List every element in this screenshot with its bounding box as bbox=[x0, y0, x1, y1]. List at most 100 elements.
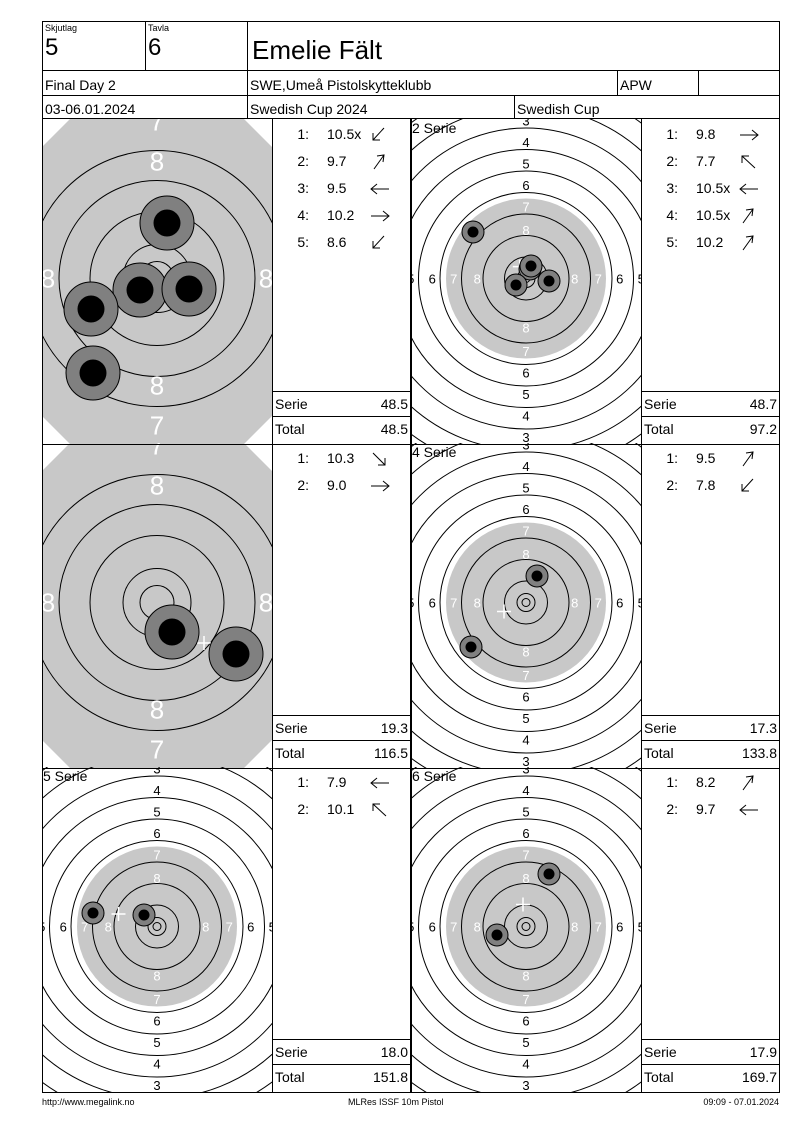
svg-text:8: 8 bbox=[153, 968, 160, 983]
svg-text:5: 5 bbox=[522, 156, 529, 171]
svg-text:5: 5 bbox=[153, 1035, 160, 1050]
serie-sum: Serie 18.0 bbox=[273, 1039, 410, 1063]
shot-number: 5: bbox=[666, 234, 678, 250]
svg-text:7: 7 bbox=[81, 920, 88, 935]
shot-row: 3:9.5 bbox=[293, 179, 403, 197]
target-frame bbox=[42, 119, 273, 445]
shooter-name-cell: Emelie Fält bbox=[247, 21, 780, 71]
serie-title: 5 Serie bbox=[43, 768, 88, 784]
svg-text:6: 6 bbox=[153, 826, 160, 841]
serie-sum-value: 19.3 bbox=[380, 720, 408, 736]
shot-row: 2:7.7 bbox=[662, 152, 772, 170]
serie-sum-label: Serie bbox=[644, 720, 677, 736]
series-name-text: Swedish Cup bbox=[517, 101, 600, 117]
tavla-label: Tavla bbox=[148, 23, 170, 33]
svg-text:8: 8 bbox=[202, 920, 209, 935]
event-text: Final Day 2 bbox=[45, 77, 116, 93]
shot-score: 10.2 bbox=[696, 234, 724, 250]
skjutlag-cell: Skjutlag 5 bbox=[42, 21, 146, 71]
shot-score: 10.5x bbox=[327, 126, 362, 142]
club-text: SWE,Umeå Pistolskytteklubb bbox=[250, 77, 432, 93]
serie-title: 4 Serie bbox=[412, 444, 457, 460]
competition-cell: Swedish Cup 2024 bbox=[247, 95, 515, 119]
svg-text:5: 5 bbox=[638, 920, 641, 935]
svg-text:7: 7 bbox=[150, 735, 164, 765]
footer-software: MLRes ISSF 10m Pistol bbox=[348, 1097, 444, 1107]
shot-number: 2: bbox=[666, 477, 678, 493]
svg-text:7: 7 bbox=[153, 847, 160, 862]
svg-text:3: 3 bbox=[522, 443, 529, 452]
serie-sum-value: 17.9 bbox=[749, 1044, 777, 1060]
tavla-value: 6 bbox=[148, 34, 162, 61]
svg-text:8: 8 bbox=[42, 588, 55, 618]
svg-text:6: 6 bbox=[60, 920, 67, 935]
serie-sum-value: 48.5 bbox=[380, 396, 408, 412]
svg-text:8: 8 bbox=[105, 920, 112, 935]
shot-number: 4: bbox=[666, 207, 678, 223]
shot-row: 2:9.7 bbox=[662, 800, 772, 818]
shot-number: 1: bbox=[297, 126, 309, 142]
shot-score: 10.2 bbox=[327, 207, 355, 223]
shot-row: 2: 7.8 bbox=[662, 476, 772, 494]
svg-text:3: 3 bbox=[522, 430, 529, 444]
running-total-value: 97.2 bbox=[749, 421, 777, 437]
shot-hole bbox=[485, 923, 509, 947]
svg-text:5: 5 bbox=[522, 480, 529, 495]
serie-sum-label: Serie bbox=[644, 1044, 677, 1060]
shot-score: 10.5x bbox=[696, 207, 731, 223]
running-total-label: Total bbox=[644, 421, 674, 437]
serie-sum-value: 17.3 bbox=[749, 720, 777, 736]
shot-hole bbox=[144, 604, 200, 660]
svg-text:8: 8 bbox=[571, 272, 578, 287]
target-4: 888877776666555544443333 bbox=[411, 443, 641, 768]
serie-sum-value: 18.0 bbox=[380, 1044, 408, 1060]
shot-score: 9.8 bbox=[696, 126, 716, 142]
shot-hole bbox=[63, 281, 119, 337]
target-frame bbox=[411, 119, 642, 445]
svg-text:3: 3 bbox=[153, 1078, 160, 1092]
svg-text:3: 3 bbox=[522, 767, 529, 776]
svg-text:6: 6 bbox=[429, 272, 436, 287]
direction-arrow-icon bbox=[741, 478, 754, 492]
serie-sum-label: Serie bbox=[275, 1044, 308, 1060]
running-total-value: 48.5 bbox=[380, 421, 408, 437]
running-total-value: 116.5 bbox=[374, 745, 408, 761]
direction-arrow-icon bbox=[372, 803, 387, 817]
svg-text:8: 8 bbox=[150, 147, 164, 177]
direction-arrow-icon bbox=[372, 452, 386, 466]
svg-text:7: 7 bbox=[595, 272, 602, 287]
shot-hole bbox=[65, 345, 121, 401]
svg-text:8: 8 bbox=[153, 871, 160, 886]
svg-text:7: 7 bbox=[522, 523, 529, 538]
tavla-cell: Tavla 6 bbox=[145, 21, 248, 71]
serie-sum: Serie 17.9 bbox=[642, 1039, 779, 1063]
svg-text:7: 7 bbox=[595, 596, 602, 611]
shot-row: 5: 10.2 bbox=[662, 233, 772, 251]
shot-score: 7.9 bbox=[327, 774, 347, 790]
shot-number: 1: bbox=[666, 126, 678, 142]
svg-text:5: 5 bbox=[522, 711, 529, 726]
shot-hole bbox=[537, 269, 561, 293]
svg-text:6: 6 bbox=[522, 826, 529, 841]
group-center-mark bbox=[111, 907, 126, 921]
svg-text:6: 6 bbox=[247, 920, 254, 935]
direction-arrow-icon bbox=[742, 208, 754, 224]
svg-text:5: 5 bbox=[153, 804, 160, 819]
shot-row: 1:7.9 bbox=[293, 773, 403, 791]
svg-text:4: 4 bbox=[522, 783, 529, 798]
svg-text:8: 8 bbox=[571, 920, 578, 935]
svg-text:5: 5 bbox=[411, 272, 414, 287]
shot-score: 9.0 bbox=[327, 477, 347, 493]
shot-score: 9.7 bbox=[696, 801, 716, 817]
svg-text:5: 5 bbox=[269, 920, 272, 935]
svg-text:8: 8 bbox=[259, 588, 272, 618]
svg-text:8: 8 bbox=[474, 272, 481, 287]
running-total-label: Total bbox=[275, 1069, 305, 1085]
direction-arrow-icon bbox=[371, 480, 390, 492]
shot-score: 7.8 bbox=[696, 477, 716, 493]
svg-text:4: 4 bbox=[522, 408, 529, 423]
